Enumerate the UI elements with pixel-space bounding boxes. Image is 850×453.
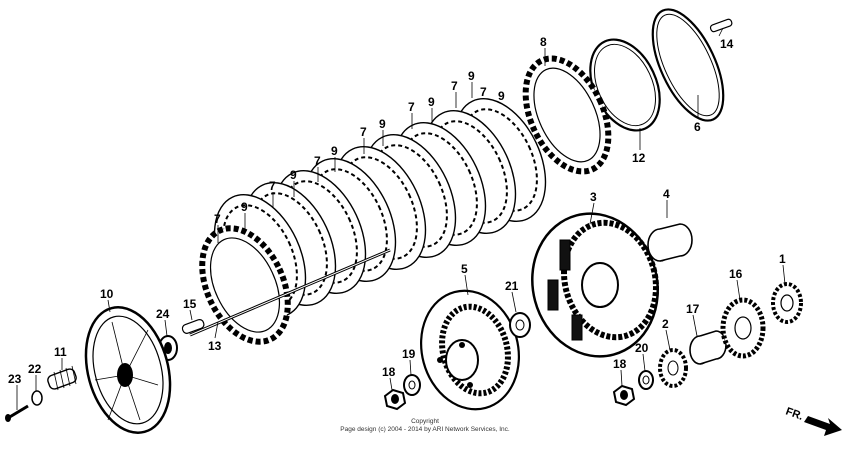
callout-11: 11 [54, 345, 67, 359]
callout-15: 15 [183, 297, 197, 311]
callout-8: 8 [540, 35, 547, 49]
callout-7: 7 [214, 212, 221, 226]
front-arrow-icon [804, 416, 842, 436]
callout-13: 13 [208, 339, 222, 353]
callout-10: 10 [100, 287, 114, 301]
front-label: FR. [784, 406, 805, 423]
part-11-spring [47, 365, 77, 391]
part-21-washer [509, 312, 531, 338]
leader-lines [16, 27, 786, 410]
part-18-nut-right [612, 384, 636, 407]
callout-9: 9 [241, 200, 248, 214]
part-22-washer [31, 390, 43, 406]
callout-9: 9 [379, 117, 386, 131]
part-23-bolt [5, 404, 29, 422]
callout-23: 23 [8, 372, 22, 386]
part-5-clutch-center [420, 289, 520, 411]
part-17-collar [689, 330, 727, 365]
copyright-line-2: Page design (c) 2004 - 2014 by ARI Netwo… [340, 426, 510, 433]
callout-9: 9 [290, 168, 297, 182]
callout-9: 9 [468, 69, 475, 83]
copyright-line-1: Copyright [411, 418, 439, 425]
part-8-friction-disc [522, 55, 612, 175]
callout-7: 7 [269, 179, 276, 193]
part-10-pressure-plate [84, 306, 172, 434]
callout-17: 17 [686, 302, 700, 316]
part-20-washer [638, 370, 654, 390]
callout-3: 3 [590, 190, 597, 204]
callout-12: 12 [632, 151, 646, 165]
part-4-bushing [647, 223, 693, 262]
callout-14: 14 [720, 37, 734, 51]
callout-7: 7 [451, 79, 458, 93]
callout-24: 24 [156, 307, 170, 321]
part-13-rod [189, 248, 391, 337]
callout-7: 7 [360, 125, 367, 139]
part-14-pin [709, 18, 733, 33]
callout-6: 6 [694, 120, 701, 134]
callout-18: 18 [382, 365, 396, 379]
callout-19: 19 [402, 347, 416, 361]
front-direction-indicator: FR. [784, 406, 842, 436]
callout-22: 22 [28, 362, 42, 376]
callout-9: 9 [498, 89, 505, 103]
callout-7: 7 [480, 85, 487, 99]
callout-7: 7 [408, 100, 415, 114]
callout-9: 9 [428, 95, 435, 109]
callout-4: 4 [663, 187, 670, 201]
part-1-gear [771, 282, 803, 324]
clutch-plate-stack [199, 98, 547, 345]
part-15-pin [181, 319, 205, 334]
part-16-gear [720, 297, 766, 359]
copyright-notice: Copyright Page design (c) 2004 - 2014 by… [340, 418, 510, 433]
part-2-gear [658, 348, 688, 388]
callout-16: 16 [729, 267, 743, 281]
callouts: 8 14 6 12 9 7 9 7 9 7 9 7 9 7 9 7 9 7 3 … [8, 35, 786, 386]
callout-2: 2 [662, 317, 669, 331]
callout-7: 7 [314, 154, 321, 168]
part-19-washer [403, 374, 421, 396]
callout-18: 18 [613, 357, 627, 371]
part-6-ring [651, 8, 725, 122]
part-3-clutch-outer [531, 212, 659, 358]
callout-20: 20 [635, 341, 649, 355]
part-18-nut [383, 388, 407, 411]
callout-5: 5 [461, 262, 468, 276]
callout-1: 1 [779, 252, 786, 266]
callout-9: 9 [331, 144, 338, 158]
callout-21: 21 [505, 279, 519, 293]
